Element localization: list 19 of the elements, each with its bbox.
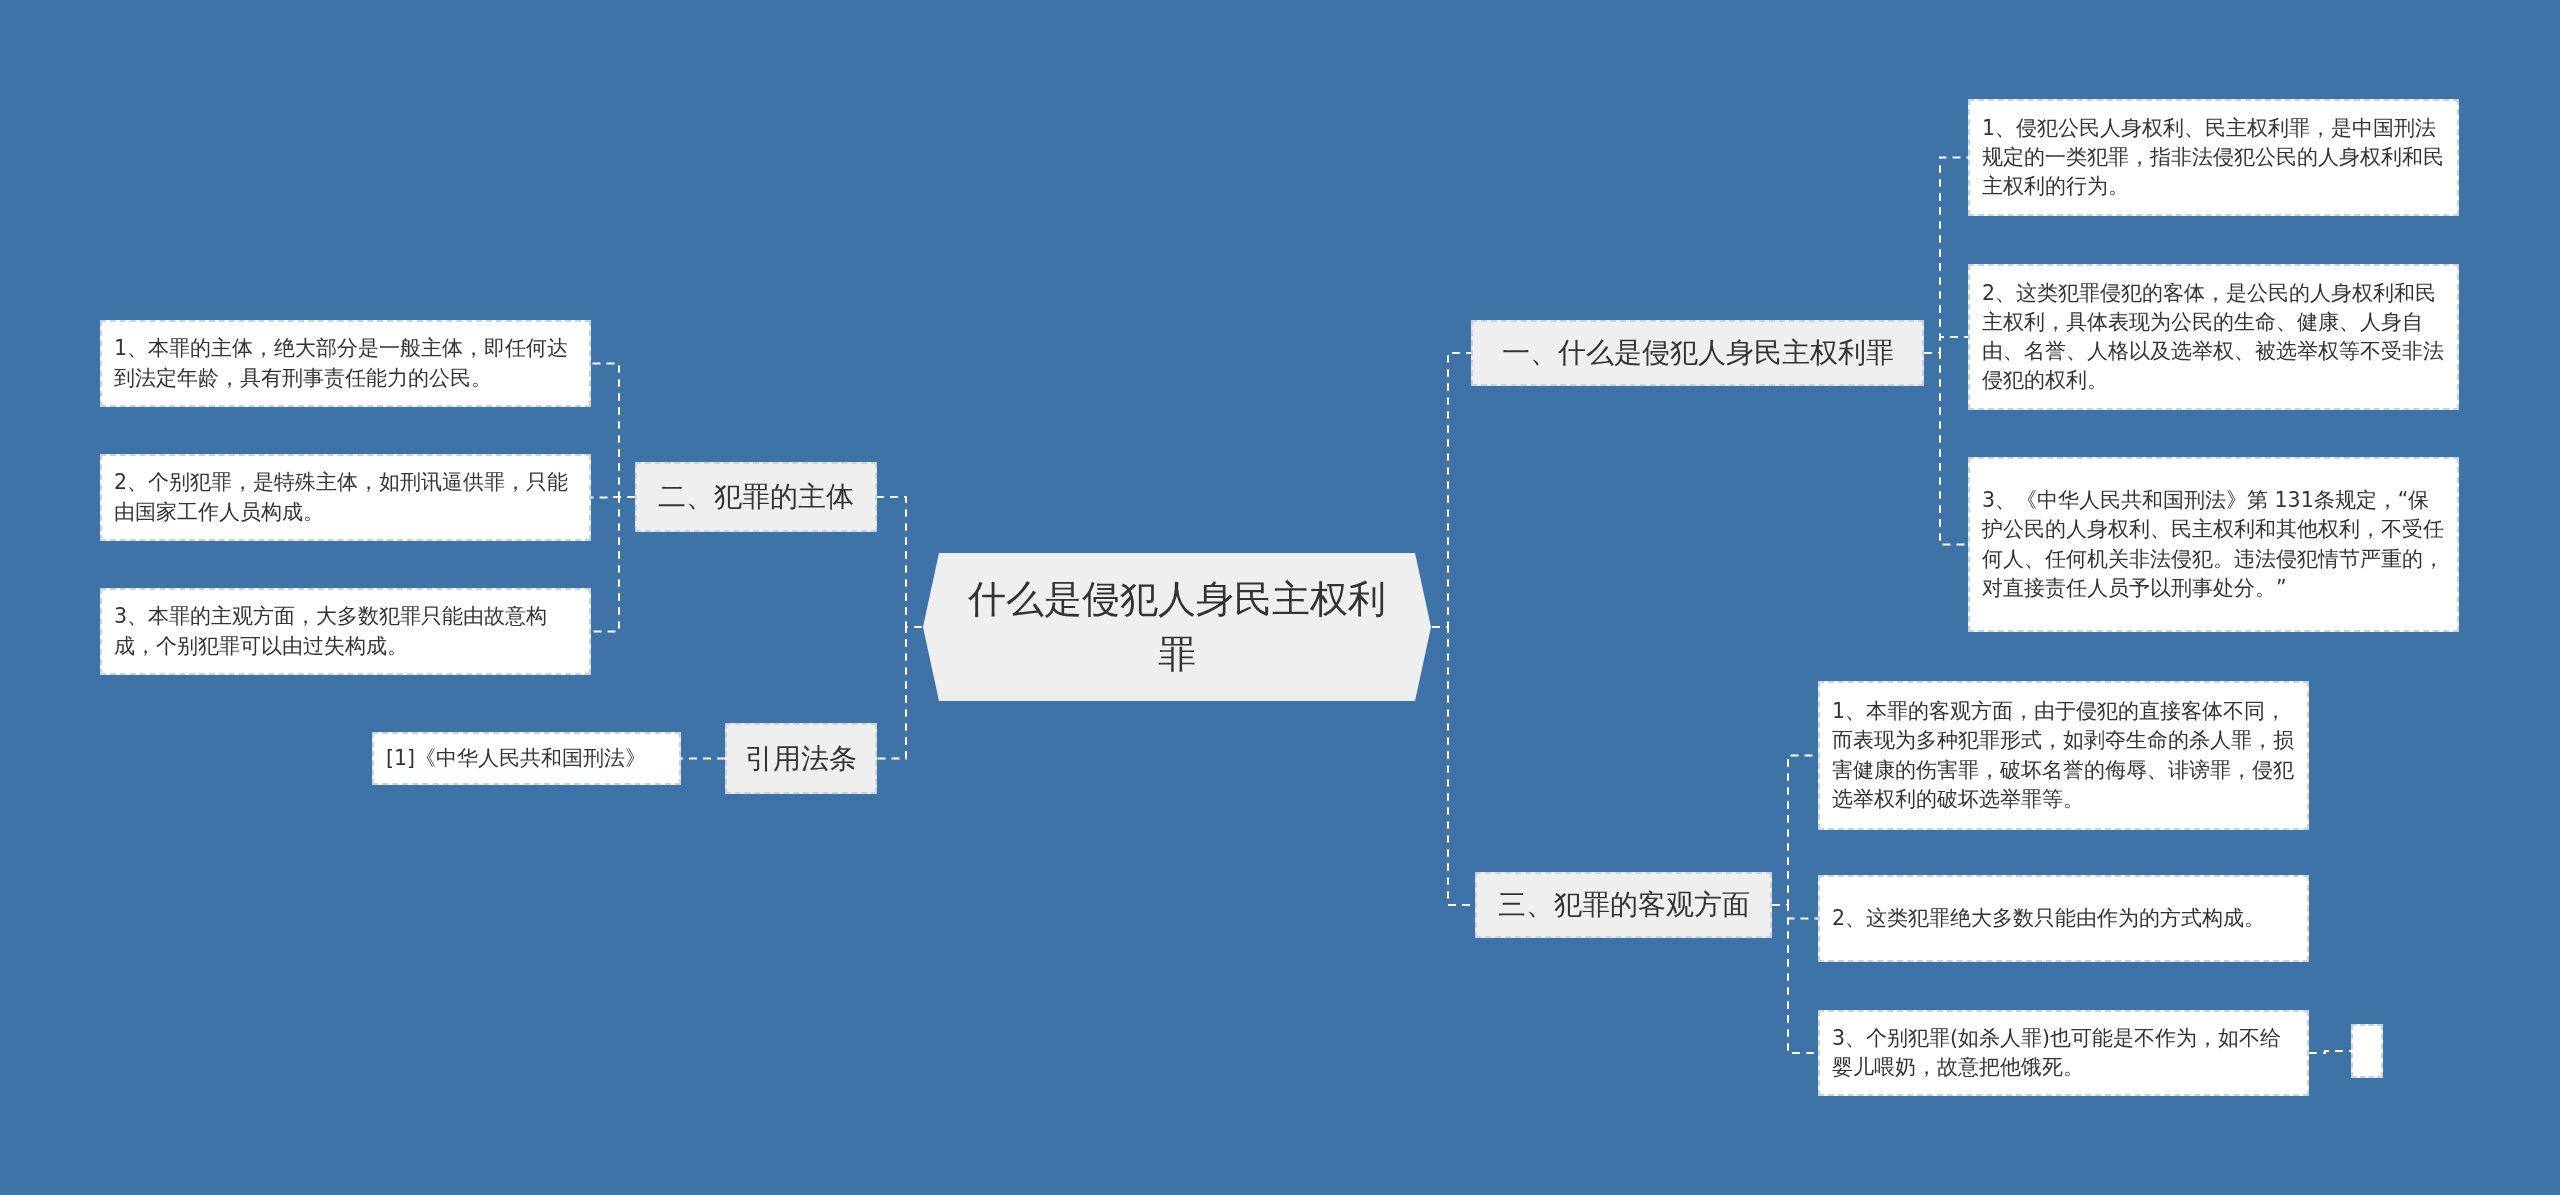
topic-box: 三、犯罪的客观方面 <box>1475 872 1772 938</box>
empty-box <box>2351 1024 2383 1078</box>
text-box: [1]《中华人民共和国刑法》 <box>372 732 681 785</box>
central-topic-hexagon: 什么是侵犯人身民主权利罪 <box>922 552 1432 702</box>
topic-box: 二、犯罪的主体 <box>635 462 877 532</box>
text-box: 1、本罪的主体，绝大部分是一般主体，即任何达到法定年龄，具有刑事责任能力的公民。 <box>100 320 591 407</box>
connector <box>876 626 923 760</box>
topic-box: 一、什么是侵犯人身民主权利罪 <box>1471 320 1924 386</box>
text-box: 2、这类犯罪绝大多数只能由作为的方式构成。 <box>1818 875 2309 962</box>
topic-box: 引用法条 <box>725 723 877 794</box>
text-box: 1、侵犯公民人身权利、民主权利罪，是中国刑法规定的一类犯罪，指非法侵犯公民的人身权利和民主权利的行为。 <box>1968 99 2459 216</box>
connector <box>2308 1050 2352 1054</box>
text-box: 3、《中华人民共和国刑法》第 131条规定，“保护公民的人身权利、民主权利和其他权利，不受任何人、任何机关非法侵犯。违法侵犯情节严重的，对直接责任人员予以刑事处分。” <box>1968 457 2459 632</box>
text-box: 3、本罪的主观方面，大多数犯罪只能由故意构成，个别犯罪可以由过失构成。 <box>100 588 591 675</box>
text-box: 3、个别犯罪(如杀人罪)也可能是不作为，如不给婴儿喂奶，故意把他饿死。 <box>1818 1010 2309 1096</box>
text-box: 1、本罪的客观方面，由于侵犯的直接客体不同，而表现为多种犯罪形式，如剥夺生命的杀人罪，损害健康的伤害罪，破坏名誉的侮辱、诽谤罪，侵犯选举权利的破坏选举罪等。 <box>1818 681 2309 830</box>
text-box: 2、个别犯罪，是特殊主体，如刑讯逼供罪，只能由国家工作人员构成。 <box>100 454 591 541</box>
text-box: 2、这类犯罪侵犯的客体，是公民的人身权利和民主权利，具体表现为公民的生命、健康、人身自由、名誉、人格以及选举权、被选举权等不受非法侵犯的权利。 <box>1968 264 2459 410</box>
connector <box>680 757 726 760</box>
